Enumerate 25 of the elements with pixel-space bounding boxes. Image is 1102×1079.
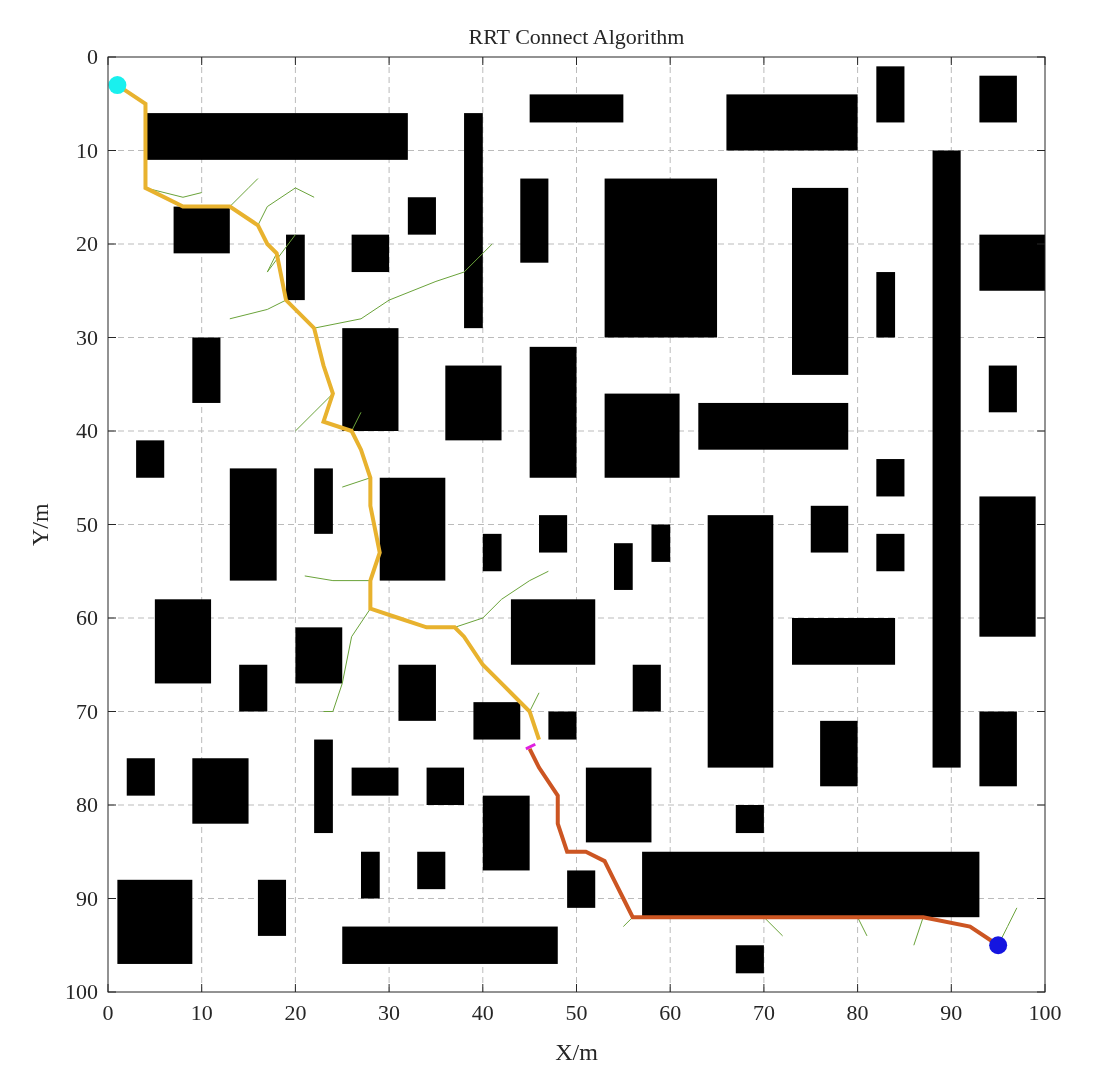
tick-label: 60 — [659, 1002, 682, 1024]
tick-label: 100 — [65, 981, 98, 1003]
chart-title: RRT Connect Algorithm — [468, 26, 685, 48]
tick-label: 60 — [76, 607, 98, 629]
axis-label: Y/m — [28, 503, 52, 546]
tick-label: 50 — [565, 1002, 588, 1024]
tick-label: 100 — [1028, 1002, 1062, 1024]
tick-label: 0 — [87, 46, 98, 68]
tick-label: 90 — [940, 1002, 963, 1024]
tick-label: 0 — [102, 1002, 114, 1024]
tick-label: 10 — [76, 139, 98, 162]
tick-label: 80 — [76, 794, 98, 816]
axis-label: X/m — [555, 1040, 598, 1064]
tick-label: 90 — [76, 887, 98, 910]
tick-label: 30 — [378, 1002, 401, 1024]
tick-label: 20 — [76, 233, 98, 255]
tick-label: 70 — [76, 700, 98, 723]
tick-label: 70 — [752, 1002, 775, 1024]
tick-label: 40 — [76, 420, 98, 442]
tick-label: 10 — [190, 1002, 213, 1024]
tick-label: 80 — [846, 1002, 869, 1024]
tick-label: 50 — [76, 513, 98, 536]
tick-label: 40 — [471, 1002, 494, 1024]
tick-label: 20 — [284, 1002, 307, 1024]
tick-label: 30 — [76, 326, 98, 349]
